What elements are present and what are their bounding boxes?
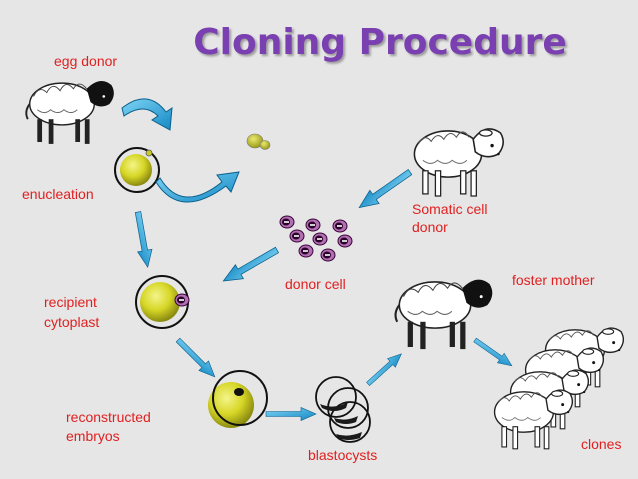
label-donor-cell: donor cell (285, 276, 346, 292)
label-cytoplast: cytoplast (44, 314, 100, 330)
arrow-recipient-to-reconstructed (172, 334, 220, 382)
removed-nucleus (246, 133, 271, 150)
label-reconstructed: reconstructed (66, 409, 151, 425)
foster-mother-sheep (394, 278, 494, 351)
label-somatic-cell: Somatic cell (412, 201, 488, 217)
label-blastocysts: blastocysts (308, 447, 378, 463)
recipient-cytoplast (135, 275, 190, 329)
label-recipient: recipient (44, 294, 97, 310)
enucleation-egg (114, 147, 160, 193)
arrow-enucleation-to-recipient (130, 210, 156, 269)
arrow-cells-to-recipient (218, 242, 282, 289)
label-enucleation: enucleation (22, 186, 94, 202)
clones-group (493, 327, 625, 450)
label-foster-mother: foster mother (512, 272, 595, 288)
reconstructed-embryo (208, 370, 268, 428)
somatic-donor-sheep (413, 128, 504, 197)
donor-cell-cluster (279, 215, 353, 262)
label-clones: clones (581, 436, 622, 452)
page-title: Cloning Procedure (193, 22, 567, 63)
arrow-somatic-to-cells (354, 165, 415, 215)
arrow-reconstructed-to-blastocysts (265, 407, 317, 421)
arrow-donor-to-egg (121, 98, 173, 131)
blastocysts (315, 376, 371, 443)
arrow-foster-to-clones (471, 334, 516, 371)
label-embryos: embryos (66, 428, 120, 444)
egg-donor-sheep (25, 80, 115, 145)
label-somatic-donor: donor (412, 219, 448, 235)
arrow-enucleation (155, 171, 240, 203)
label-egg-donor: egg donor (54, 53, 118, 69)
arrow-blastocysts-to-foster (363, 349, 406, 389)
